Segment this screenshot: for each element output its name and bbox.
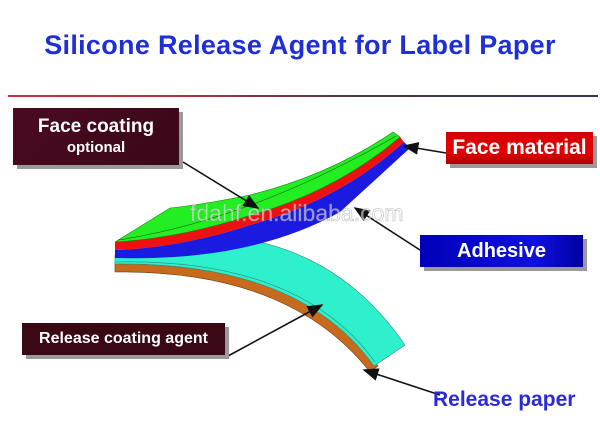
label-face-material: Face material <box>446 132 593 164</box>
arrow-release-agent <box>227 304 324 357</box>
arrow-adhesive <box>353 207 421 251</box>
arrow-face-material <box>402 142 447 155</box>
watermark-text: fdahf.en.alibaba.com <box>190 200 404 227</box>
label-release-paper: Release paper <box>433 388 576 411</box>
adhesive-layer <box>115 142 410 259</box>
arrow-release-paper <box>362 368 441 396</box>
page-title: Silicone Release Agent for Label Paper <box>44 30 556 60</box>
label-release-coating-agent: Release coating agent <box>22 323 225 355</box>
arrow-face-coating <box>182 161 260 209</box>
face-coating-layer <box>114 131 401 243</box>
label-adhesive: Adhesive <box>420 235 583 267</box>
label-face-coating-sub: optional <box>66 139 126 156</box>
label-face-coating-title: Face coating <box>37 116 155 137</box>
title-divider <box>8 95 598 97</box>
label-face-coating: Face coating optional <box>13 108 179 165</box>
